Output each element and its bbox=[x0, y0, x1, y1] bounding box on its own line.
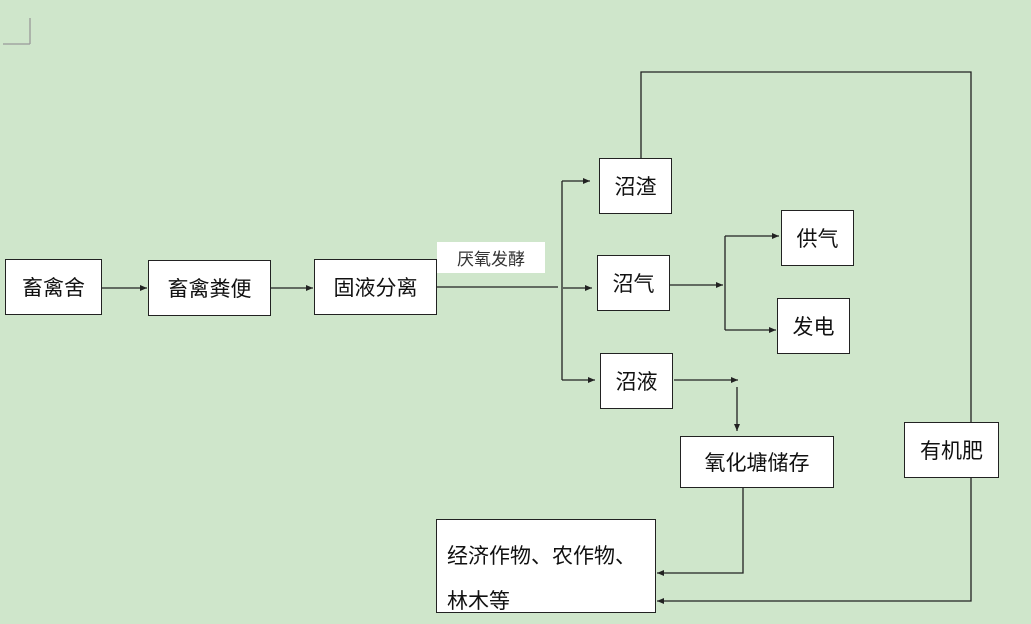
node-oxidation-pond: 氧化塘储存 bbox=[680, 436, 834, 488]
node-livestock-shed: 畜禽舍 bbox=[5, 259, 102, 315]
node-biogas-residue: 沼渣 bbox=[599, 158, 672, 214]
node-organic-fertilizer: 有机肥 bbox=[904, 422, 999, 478]
node-crops: 经济作物、农作物、林木等 bbox=[436, 519, 656, 613]
node-power-generation: 发电 bbox=[777, 298, 850, 354]
node-solid-liquid-separation: 固液分离 bbox=[314, 259, 437, 315]
node-gas-supply: 供气 bbox=[781, 210, 854, 266]
node-manure: 畜禽粪便 bbox=[148, 260, 271, 316]
node-biogas: 沼气 bbox=[597, 255, 670, 311]
node-biogas-slurry: 沼液 bbox=[600, 353, 673, 409]
anaerobic-fermentation-label: 厌氧发酵 bbox=[437, 242, 545, 273]
